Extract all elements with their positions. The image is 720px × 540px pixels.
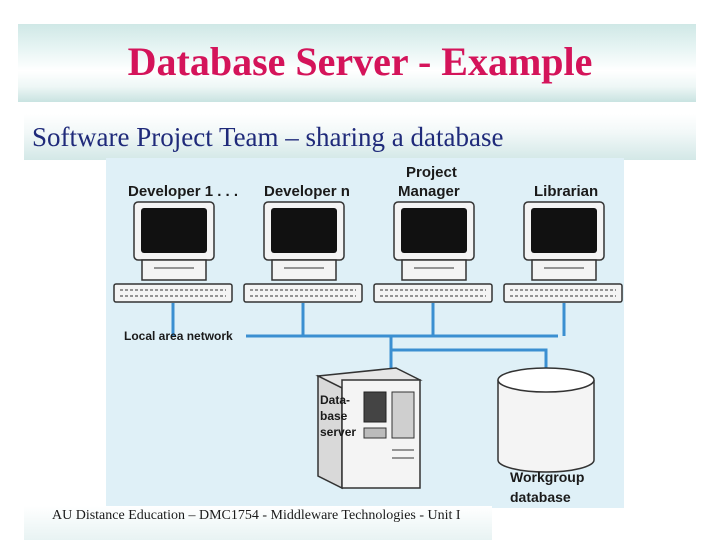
- label-project: Project: [406, 164, 457, 181]
- label-workgroup: Workgroup: [510, 469, 584, 485]
- workstation-project-manager: [373, 201, 493, 303]
- workstation-librarian: [503, 201, 623, 303]
- slide-subtitle: Software Project Team – sharing a databa…: [32, 122, 504, 152]
- slide-footer: AU Distance Education – DMC1754 - Middle…: [52, 508, 461, 523]
- network-diagram-svg: Developer 1 . . . Developer n Project Ma…: [113, 164, 623, 505]
- network-diagram: Developer 1 . . . Developer n Project Ma…: [106, 158, 624, 508]
- workgroup-database-icon: [497, 367, 595, 473]
- footer-band: [24, 506, 492, 540]
- label-librarian: Librarian: [534, 183, 598, 200]
- label-server-line-3: server: [320, 425, 356, 439]
- slide-title: Database Server - Example: [127, 39, 593, 84]
- title-band: [18, 24, 696, 102]
- server-db-link: [391, 348, 548, 370]
- label-database: database: [510, 489, 571, 505]
- label-server-line-2: base: [320, 409, 348, 423]
- workstation-developer-1: [113, 201, 233, 303]
- label-server-line-1: Data-: [320, 393, 350, 407]
- label-local-area-network: Local area network: [124, 329, 233, 343]
- network-lines: [171, 303, 566, 370]
- label-developer-1: Developer 1 . . .: [128, 183, 242, 200]
- workstation-developer-n: [243, 201, 363, 303]
- database-server: [315, 367, 423, 490]
- subtitle-band: [24, 114, 696, 160]
- label-manager: Manager: [398, 183, 460, 200]
- label-developer-n: Developer n: [264, 183, 350, 200]
